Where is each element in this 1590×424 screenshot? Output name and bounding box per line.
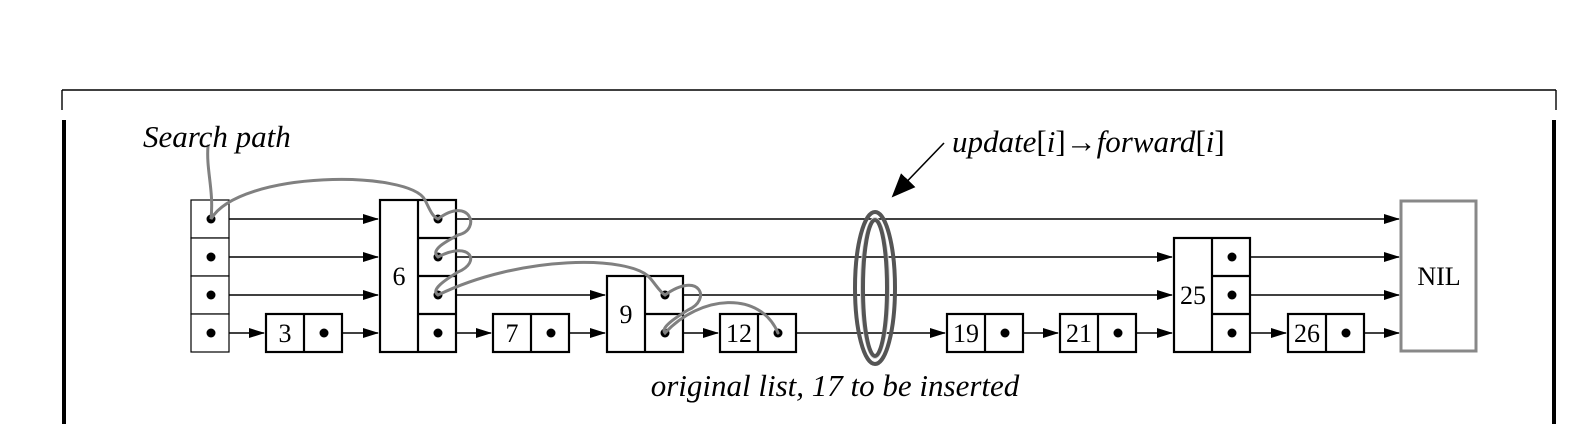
- list-node-3: 3: [264, 312, 344, 354]
- update-forward-label: update[i]→forward[i]: [952, 124, 1225, 159]
- list-node-25: 25: [1172, 236, 1252, 354]
- list-node-19: 19: [945, 312, 1025, 354]
- node-key: 26: [1294, 319, 1320, 348]
- search-path-curve: [206, 144, 780, 336]
- node-key: 21: [1066, 319, 1092, 348]
- node-key: 19: [953, 319, 979, 348]
- node-key: 6: [393, 262, 406, 291]
- list-node-26: 26: [1286, 312, 1366, 354]
- node-key: 7: [506, 319, 519, 348]
- list-node-9: 9: [605, 274, 685, 354]
- list-node-21: 21: [1058, 312, 1138, 354]
- node-key: 3: [279, 319, 292, 348]
- nil-label: NIL: [1417, 262, 1460, 291]
- node-key: 9: [620, 300, 633, 329]
- update-pointer-ellipse: [853, 210, 897, 366]
- nil-node: NIL: [1399, 199, 1478, 353]
- list-node-6: 6: [378, 198, 458, 354]
- node-key: 12: [726, 319, 752, 348]
- pointer-arrows: [211, 214, 1400, 338]
- list-node-12: 12: [718, 312, 798, 354]
- header-node: [190, 199, 230, 353]
- node-key: 25: [1180, 281, 1206, 310]
- search-path-label: Search path: [143, 119, 291, 154]
- figure-caption: original list, 17 to be inserted: [651, 368, 1020, 403]
- update-arrow: [891, 142, 945, 198]
- list-node-7: 7: [491, 312, 571, 354]
- figure-frame: [61, 89, 1557, 424]
